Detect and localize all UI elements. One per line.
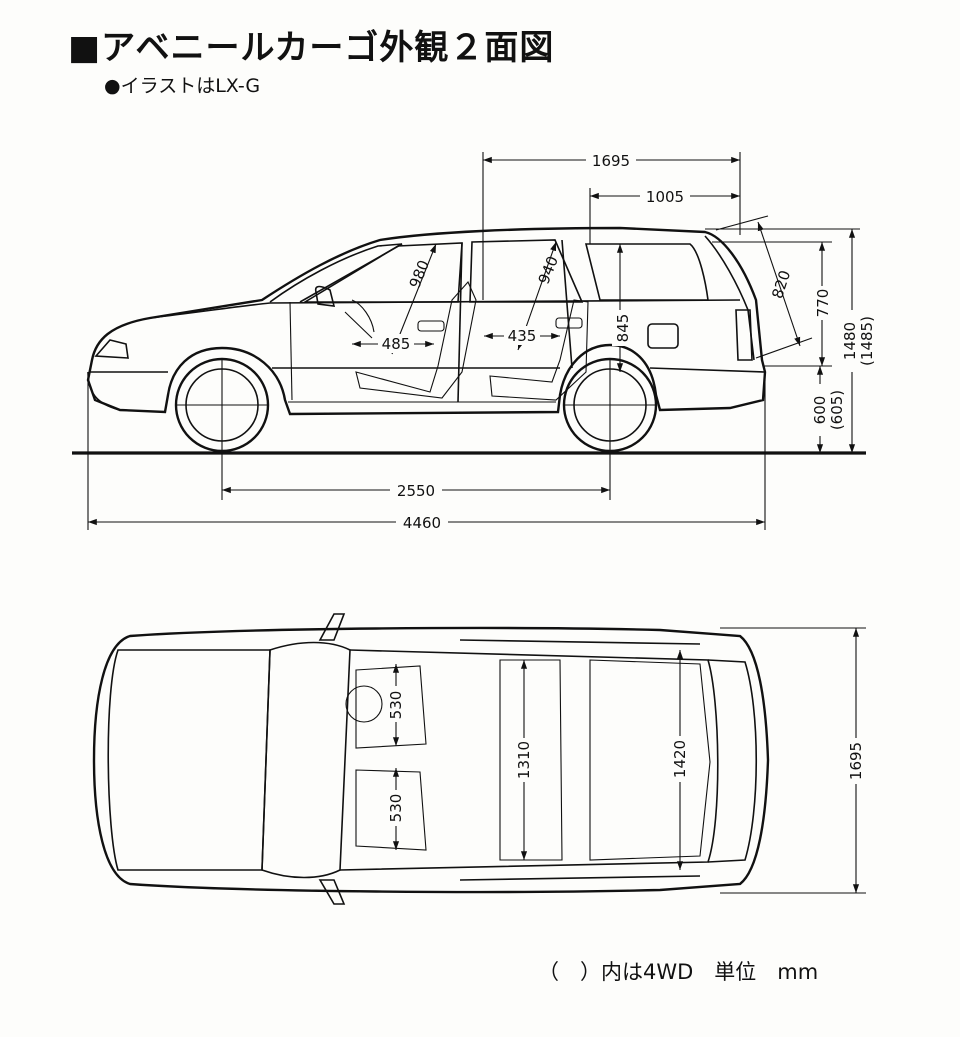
dim-label-435: 435: [508, 327, 537, 345]
dim-label-940: 940: [535, 253, 562, 286]
beltline: [149, 299, 741, 319]
headlamp: [94, 339, 129, 359]
side-mirror: [314, 285, 336, 307]
steering-wheel-top: [345, 685, 383, 723]
cargo-area: [589, 659, 711, 861]
dim-label-600: 600: [811, 396, 829, 425]
illustration-note: ●イラストはLX-G: [104, 75, 261, 97]
front-seat: [355, 280, 477, 399]
front-wheel: [174, 357, 270, 453]
dim-label-1310: 1310: [515, 741, 533, 779]
ext-line: [715, 215, 769, 231]
dim-label-1695: 1695: [592, 152, 630, 170]
cargo-window: [584, 243, 709, 301]
rear-glass-top: [707, 659, 757, 863]
dim-label-770: 770: [814, 289, 832, 318]
top-body-outline: [92, 626, 770, 894]
fuel-door: [647, 323, 679, 349]
windshield-top: [261, 641, 351, 879]
dim-label-overall-width: 1695: [847, 742, 865, 780]
top-view: 530 530 1310 1420 1695: [92, 613, 866, 905]
dim-label-820: 820: [768, 268, 794, 301]
dim-label-1480-4wd: (1485): [858, 316, 876, 366]
page-title: ■アベニールカーゴ外観２面図: [68, 28, 555, 68]
dim-label-845: 845: [614, 314, 632, 343]
roof-rail-left: [459, 639, 701, 645]
roof-rail-right: [459, 875, 701, 881]
front-door-window: [302, 242, 463, 303]
front-door-handle: [417, 320, 445, 332]
dim-label-overall-length: 4460: [403, 514, 441, 532]
ext-line: [755, 337, 813, 359]
windshield: [269, 243, 403, 303]
dim-label-485: 485: [382, 335, 411, 353]
dim-label-1420: 1420: [671, 740, 689, 778]
mirror-lower: [318, 879, 346, 905]
dim-line-820: [757, 221, 801, 347]
rear-seat-top: [499, 659, 563, 861]
dim-label-600-4wd: (605): [828, 390, 846, 430]
dim-label-530-upper: 530: [387, 691, 405, 720]
side-view: 1695 1005 980 940 485 435 845 820: [72, 150, 876, 532]
rear-hatch: [704, 235, 755, 361]
front-bumper: [87, 371, 121, 411]
dim-label-530-lower: 530: [387, 794, 405, 823]
roof-panel: [339, 649, 719, 871]
rear-seat: [489, 299, 589, 401]
hood-outline: [107, 649, 271, 871]
rear-door-handle: [555, 317, 583, 329]
dim-label-1005: 1005: [646, 188, 684, 206]
side-body-outline: [86, 226, 767, 416]
front-door-seam: [289, 301, 293, 401]
steering-wheel: [344, 299, 375, 339]
units-footnote: （ ）内は4WD 単位 mm: [538, 960, 819, 984]
mirror-upper: [318, 613, 346, 641]
side-molding: [90, 367, 765, 373]
tail-lamp: [735, 309, 753, 361]
c-pillar-seam: [561, 239, 573, 369]
rear-wheel: [562, 357, 658, 453]
dim-label-wheelbase: 2550: [397, 482, 435, 500]
dim-label-1480: 1480: [841, 322, 859, 360]
